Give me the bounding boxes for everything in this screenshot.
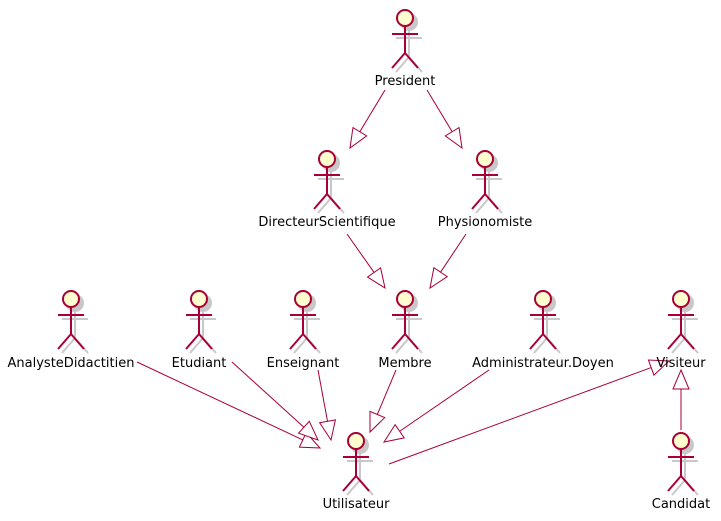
- actor-label: Membre: [378, 356, 431, 371]
- edge-line: [426, 89, 453, 132]
- hollow-arrowhead: [369, 410, 386, 434]
- actor-analyste: AnalysteDidactitien: [8, 290, 135, 371]
- actor-icon: [313, 150, 341, 210]
- hollow-arrowhead: [298, 431, 322, 449]
- generalization-edges: [136, 89, 690, 465]
- edge-line: [399, 369, 490, 432]
- edge-line: [231, 361, 305, 428]
- generalization-edge-visiteur-candidat: [672, 368, 690, 430]
- edge-line: [440, 233, 467, 273]
- actor-candidat: Candidat: [652, 432, 710, 512]
- edge-line: [317, 369, 329, 422]
- actor-icon: [391, 9, 419, 69]
- hollow-arrowhead: [382, 423, 406, 443]
- generalization-edge-membre-directeur: [346, 233, 386, 290]
- hollow-arrowhead: [318, 419, 337, 442]
- actor-label: Administrateur.Doyen: [472, 356, 614, 371]
- actor-icon: [529, 290, 557, 350]
- hollow-arrowhead: [444, 126, 463, 150]
- actor-label: AnalysteDidactitien: [8, 356, 135, 371]
- edge-line: [388, 367, 652, 465]
- hollow-arrowhead: [647, 359, 671, 376]
- actor-icon: [342, 432, 370, 492]
- actor-icon: [391, 290, 419, 350]
- hollow-arrowhead: [297, 420, 319, 441]
- generalization-edge-membre-physio: [429, 233, 467, 290]
- actor-etudiant: Etudiant: [172, 290, 227, 371]
- generalization-edge-utilisateur-enseignant: [317, 369, 337, 442]
- actor-icon: [667, 432, 695, 492]
- actor-label: DirecteurScientifique: [258, 215, 395, 230]
- generalization-edge-utilisateur-analyste: [136, 361, 322, 449]
- generalization-edge-utilisateur-admin: [382, 369, 490, 443]
- actor-label: President: [375, 74, 436, 89]
- hollow-arrowhead: [429, 266, 449, 290]
- hollow-arrowhead: [672, 368, 690, 390]
- actor-membre: Membre: [378, 290, 432, 371]
- generalization-edge-directeur-president: [349, 89, 386, 150]
- generalization-edge-utilisateur-etudiant: [231, 361, 319, 441]
- actor-label: Visiteur: [656, 356, 706, 371]
- actor-physio: Physionomiste: [438, 150, 532, 230]
- actor-president: President: [375, 9, 436, 89]
- actor-icon: [57, 290, 85, 350]
- actor-label: Physionomiste: [438, 215, 532, 230]
- actor-label: Etudiant: [172, 356, 227, 371]
- actor-icon: [289, 290, 317, 350]
- edge-line: [359, 89, 386, 132]
- actor-enseignant: Enseignant: [267, 290, 340, 371]
- hollow-arrowhead: [366, 267, 386, 290]
- actor-directeur: DirecteurScientifique: [258, 150, 396, 230]
- actor-label: Candidat: [652, 497, 710, 512]
- actor-utilisateur: Utilisateur: [323, 432, 391, 512]
- edge-line: [136, 361, 304, 441]
- actor-icon: [185, 290, 213, 350]
- edge-line: [376, 369, 397, 415]
- actor-icon: [471, 150, 499, 210]
- actor-admin: Administrateur.Doyen: [472, 290, 614, 371]
- edge-line: [346, 233, 375, 273]
- actor-visiteur: Visiteur: [656, 290, 706, 371]
- generalization-edge-physio-president: [426, 89, 463, 150]
- generalization-edge-utilisateur-membre: [369, 369, 397, 434]
- generalization-edge-visiteur-utilisateur: [388, 359, 671, 465]
- actor-label: Utilisateur: [323, 497, 391, 512]
- actor-icon: [667, 290, 695, 350]
- actor-label: Enseignant: [267, 356, 340, 371]
- hollow-arrowhead: [349, 126, 368, 150]
